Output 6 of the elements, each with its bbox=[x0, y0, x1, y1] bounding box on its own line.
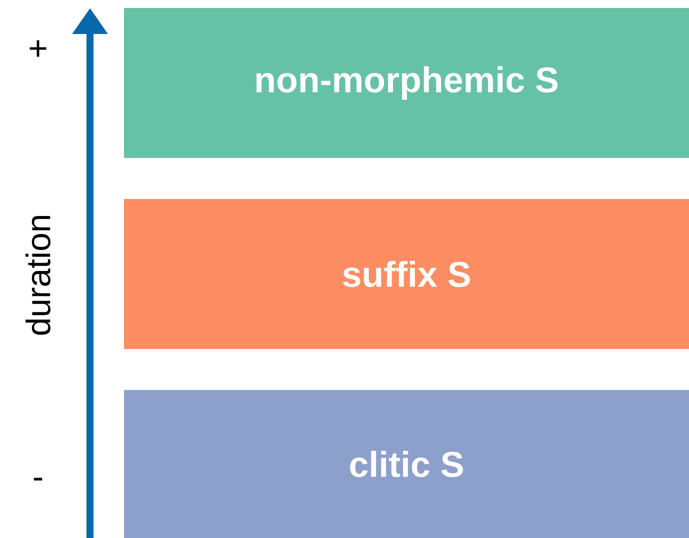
category-band: non-morphemic S bbox=[124, 8, 689, 158]
axis-label: duration bbox=[26, 216, 50, 335]
category-band: clitic S bbox=[124, 390, 689, 538]
category-band: suffix S bbox=[124, 198, 689, 349]
scale-label: - bbox=[34, 478, 42, 480]
scale-label: + bbox=[30, 40, 46, 57]
